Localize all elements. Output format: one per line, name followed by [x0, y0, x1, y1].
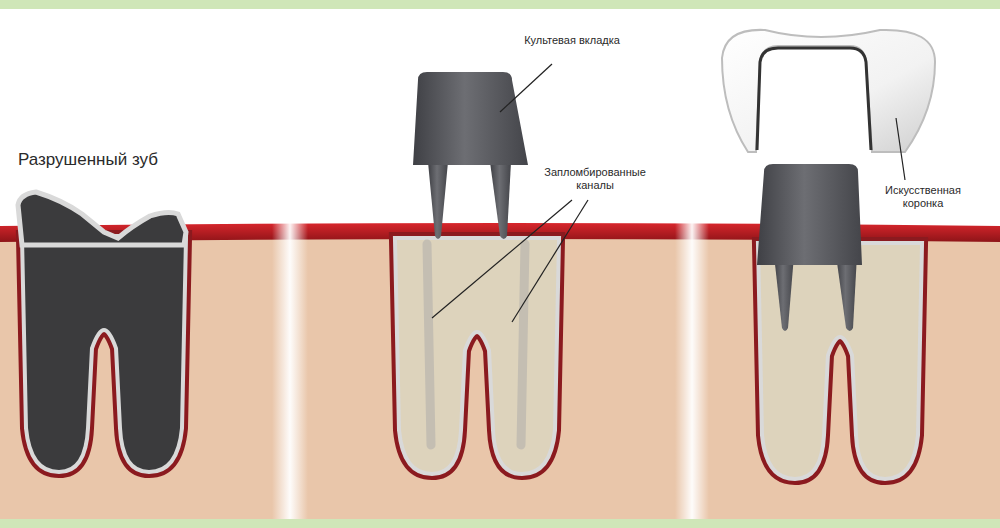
artificial-crown — [722, 30, 935, 152]
leader-line — [896, 118, 905, 180]
frame-bar — [0, 519, 1000, 528]
leader-line — [512, 200, 588, 322]
panel-caption: Разрушенный зуб — [18, 150, 218, 170]
restored-root — [760, 245, 920, 477]
panel-separator — [272, 9, 308, 519]
leader-lines — [432, 64, 905, 322]
leader-line — [500, 64, 552, 112]
crown-cavity — [757, 48, 871, 150]
destroyed-root — [24, 238, 184, 470]
part-label: Искусственная коронка — [868, 184, 978, 209]
treated-root — [397, 240, 557, 472]
destroyed-crown — [18, 192, 186, 245]
inserted-core — [757, 164, 862, 331]
part-label: Запломбированные каналы — [525, 166, 665, 191]
post-core — [413, 72, 528, 239]
frame-bar — [0, 0, 1000, 9]
panel-separator — [675, 9, 709, 519]
part-label: Культевая вкладка — [522, 34, 622, 47]
bone-tissue — [0, 236, 1000, 519]
